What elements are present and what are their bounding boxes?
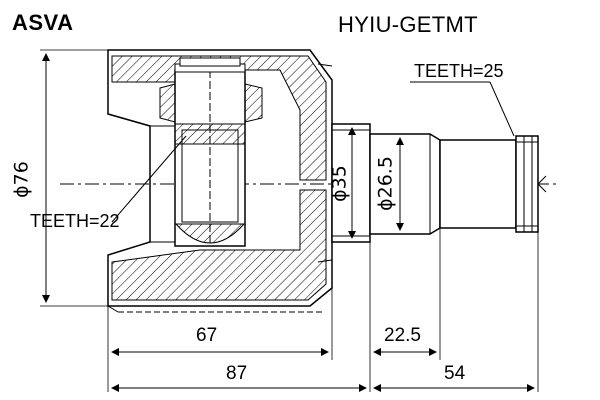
shaft-seat-label: 22.5 (384, 325, 421, 346)
total-body-label: 87 (226, 363, 248, 384)
housing-length-label: 67 (196, 325, 218, 346)
teeth-inner-leader (111, 135, 187, 223)
teeth-inner-note: TEETH=22 (30, 211, 120, 231)
dim-housing-diameter (40, 49, 108, 307)
stub-shaft (369, 133, 547, 235)
teeth-outer-leader (489, 81, 515, 137)
flange-diameter-label: ϕ35 (328, 165, 351, 202)
tripod-spider (159, 57, 263, 247)
teeth-outer-note: TEETH=25 (414, 61, 504, 81)
part-code: HYIU-GETMT (338, 12, 478, 37)
stub-length-label: 54 (444, 363, 466, 384)
brand-logo-text: ASVA (12, 10, 74, 35)
housing-diameter-label: ϕ76 (10, 161, 33, 198)
shaft-diameter-label: ϕ26.5 (374, 156, 397, 211)
